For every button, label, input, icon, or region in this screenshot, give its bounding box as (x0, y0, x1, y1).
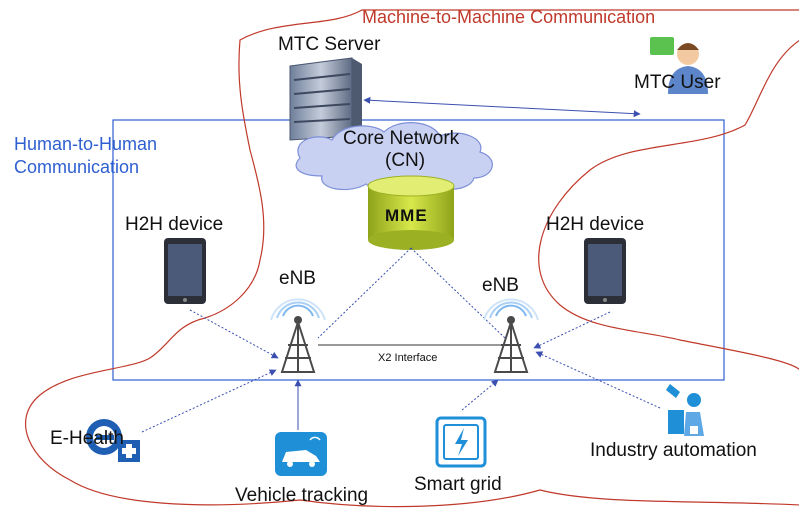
mme-label: MME (385, 206, 428, 225)
h2h-device-right-label: H2H device (546, 214, 645, 235)
database-icon (367, 175, 455, 250)
smartgrid-link (461, 379, 499, 411)
core-network-abbr: (CN) (385, 150, 426, 171)
mme-enb-right-link (410, 247, 506, 339)
mtc-server-label: MTC Server (278, 34, 381, 55)
industry-link (535, 351, 661, 409)
smart-grid-icon (435, 416, 487, 468)
h2h-label-line1: Human-to-Human (14, 134, 158, 154)
h2h-boundary (112, 119, 725, 381)
mtc-user-label: MTC User (634, 72, 721, 93)
robot-arm-icon (666, 384, 704, 436)
e-health-label: E-Health (50, 428, 124, 449)
enb-left-label: eNB (279, 268, 316, 289)
core-network-label: Core Network (343, 128, 460, 149)
ehealth-link (141, 369, 277, 433)
x2-interface-label: X2 Interface (378, 352, 438, 364)
h2h-label-line2: Communication (14, 157, 140, 177)
smart-grid-label: Smart grid (414, 474, 502, 495)
server-user-link (363, 96, 641, 118)
m2m-label: Machine-to-Machine Communication (362, 7, 656, 27)
mme-enb-left-link (317, 247, 412, 339)
e-health-icon (86, 419, 140, 462)
vehicle-tracking-label: Vehicle tracking (235, 485, 369, 506)
h2h-left-link (189, 309, 279, 359)
h2h-right-link (533, 311, 611, 349)
cloud-icon (295, 122, 493, 193)
h2h-device-left-label: H2H device (125, 214, 224, 235)
user-icon (650, 37, 708, 94)
antenna-tower-icon (483, 298, 539, 373)
industry-automation-label: Industry automation (590, 440, 757, 461)
enb-right-label: eNB (482, 275, 519, 296)
tablet-icon (584, 238, 626, 304)
antenna-tower-icon (270, 298, 326, 373)
tablet-icon (164, 238, 206, 304)
vehicle-icon (275, 432, 327, 476)
